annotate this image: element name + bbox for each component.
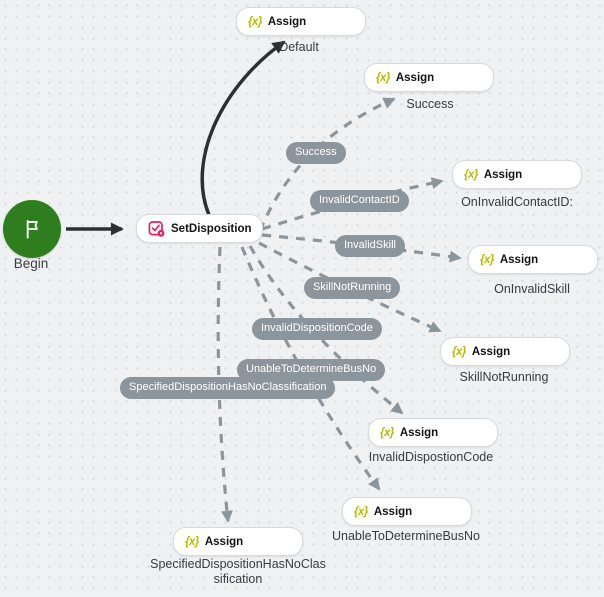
node-title: Assign [373, 505, 413, 518]
assign-node-invaliddispostioncode[interactable]: {x} Assign [368, 418, 498, 447]
assign-node-oninvalidcontactid[interactable]: {x} Assign [452, 160, 582, 189]
variable-braces-icon: {x} [452, 345, 466, 358]
node-title: Assign [204, 535, 244, 548]
node-caption-specifieddisposition: SpecifiedDispositionHasNoClassification [150, 557, 326, 586]
assign-node-specifieddisposition[interactable]: {x} Assign [173, 527, 303, 556]
flag-icon [19, 216, 45, 242]
node-title: Assign [395, 71, 435, 84]
assign-node-skillnotrunning[interactable]: {x} Assign [440, 337, 570, 366]
variable-braces-icon: {x} [248, 15, 262, 28]
variable-braces-icon: {x} [480, 253, 494, 266]
node-title: Assign [499, 253, 539, 266]
node-caption-unabletodeterminebusno: UnableToDetermineBusNo [332, 529, 480, 543]
variable-braces-icon: {x} [185, 535, 199, 548]
edge-skillnotrunning[interactable] [258, 241, 442, 333]
variable-braces-icon: {x} [380, 426, 394, 439]
edge-label-invalidcontactid[interactable]: InvalidContactID [310, 190, 409, 212]
node-caption-oninvalidskill: OnInvalidSkill [494, 282, 570, 296]
edge-label-invaliddispositioncode[interactable]: InvalidDispositionCode [252, 318, 382, 340]
node-title: Assign [471, 345, 511, 358]
node-title: SetDisposition [171, 222, 252, 235]
node-title: Assign [483, 168, 523, 181]
begin-node[interactable] [3, 200, 61, 258]
edge-default[interactable] [200, 40, 286, 216]
variable-braces-icon: {x} [354, 505, 368, 518]
node-caption-skillnotrunning: SkillNotRunning [459, 370, 549, 384]
assign-node-default[interactable]: {x} Assign [236, 7, 366, 36]
assign-node-oninvalidskill[interactable]: {x} Assign [468, 245, 598, 274]
edge-label-unabletodeterminebusno[interactable]: UnableToDetermineBusNo [237, 359, 386, 381]
begin-label: Begin [13, 256, 49, 271]
node-caption-default: Default [279, 40, 319, 54]
node-title: Assign [399, 426, 439, 439]
node-caption-success: Success [406, 97, 454, 111]
edge-invalidcontactid[interactable] [261, 177, 444, 231]
assign-node-success[interactable]: {x} Assign [364, 63, 494, 92]
node-title: Assign [267, 15, 307, 28]
edge-label-specifieddisposition[interactable]: SpecifiedDispositionHasNoClassification [120, 377, 336, 399]
edge-label-invalidskill[interactable]: InvalidSkill [335, 235, 405, 257]
edge-label-success[interactable]: Success [286, 142, 346, 164]
assign-node-unabletodeterminebusno[interactable]: {x} Assign [342, 497, 472, 526]
task-checkbox-gear-icon [148, 220, 165, 237]
edge-label-skillnotrunning[interactable]: SkillNotRunning [304, 277, 401, 299]
variable-braces-icon: {x} [464, 168, 478, 181]
variable-braces-icon: {x} [376, 71, 390, 84]
node-caption-oninvalidcontactid: OnInvalidContactID: [461, 195, 573, 209]
setdisposition-node[interactable]: SetDisposition [136, 214, 263, 243]
node-caption-invaliddispostioncode: InvalidDispostionCode [368, 450, 494, 464]
